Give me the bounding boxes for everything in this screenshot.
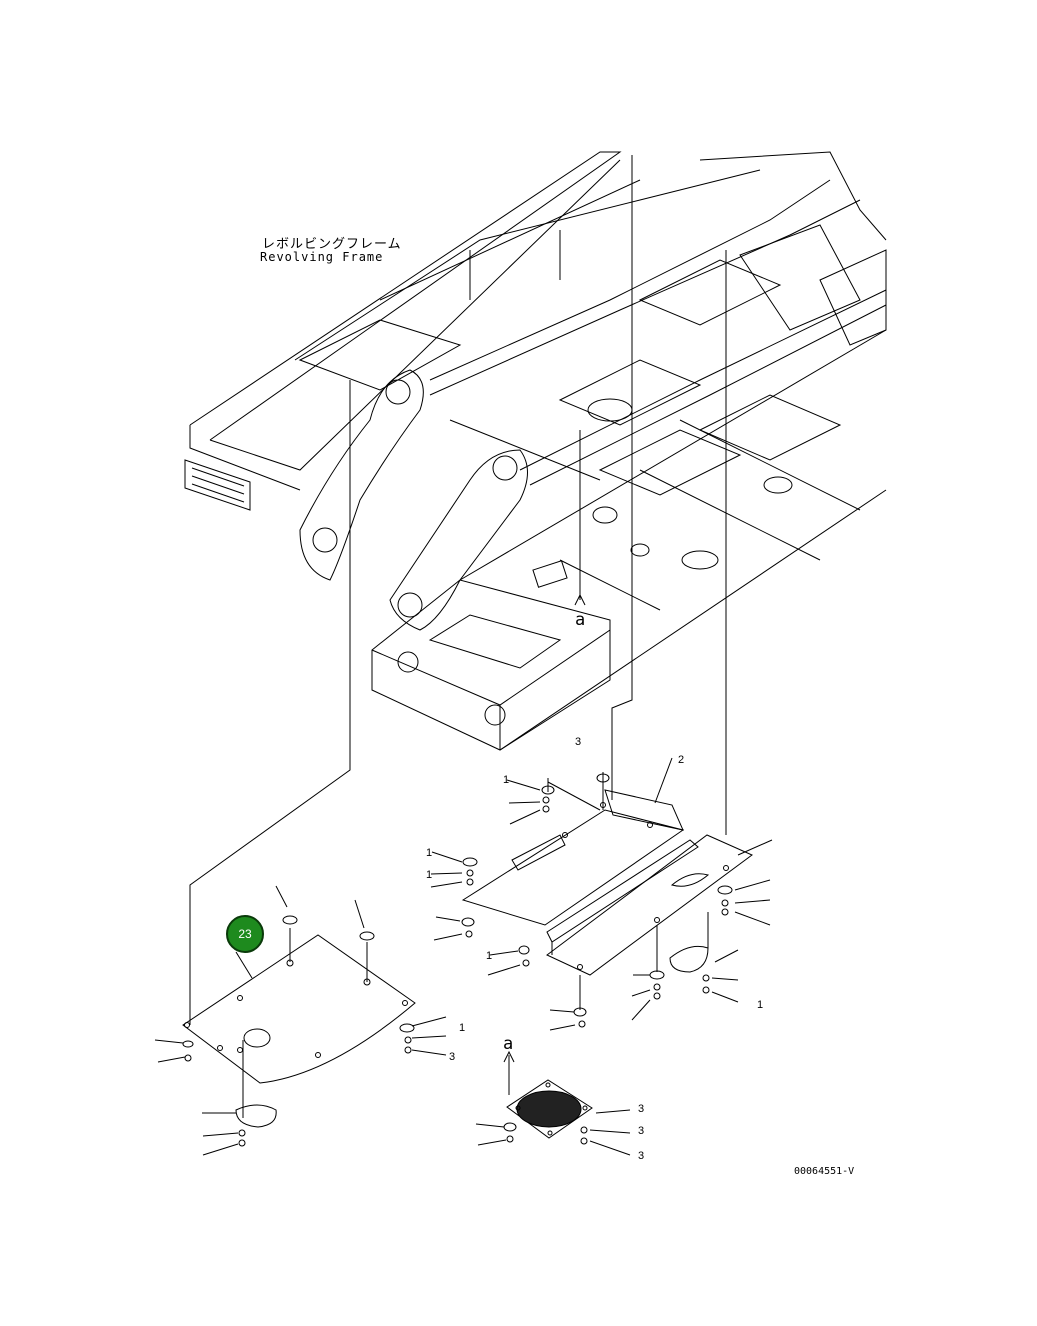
part-number-label: 1 bbox=[426, 847, 433, 859]
document-number: 00064551-V bbox=[794, 1166, 855, 1177]
frame-right-beam bbox=[500, 490, 886, 750]
frame-center-rail bbox=[430, 180, 830, 380]
frame-name-japanese: レボルビングフレーム bbox=[262, 237, 402, 252]
cover-plate-center bbox=[431, 758, 683, 975]
frame-left-beam bbox=[190, 152, 620, 440]
part-number-label: 1 bbox=[757, 999, 764, 1011]
part-number-label: 1 bbox=[459, 1022, 466, 1034]
reference-lines bbox=[190, 155, 726, 1025]
view-a-marker-lower: a bbox=[503, 1034, 514, 1054]
frame-right-rail-2 bbox=[530, 305, 886, 485]
frame-center-rail-2 bbox=[430, 200, 860, 395]
frame-right-rail bbox=[520, 290, 886, 470]
boom-pin-left-lower bbox=[313, 528, 337, 552]
part-number-label: 3 bbox=[638, 1150, 645, 1162]
frame-right-top bbox=[700, 152, 886, 240]
frame-left-beam-edge bbox=[190, 425, 300, 490]
cover-plate-right bbox=[547, 835, 772, 1030]
part-number-label: 3 bbox=[638, 1125, 645, 1137]
boom-pin-right-upper bbox=[493, 456, 517, 480]
part-number-label: 3 bbox=[638, 1103, 645, 1115]
boom-bracket-right bbox=[390, 450, 528, 630]
boom-bracket-left bbox=[300, 370, 423, 580]
frame-right-beam-top bbox=[460, 330, 886, 580]
part-number-label: 3 bbox=[449, 1051, 456, 1063]
frame-name-english: Revolving Frame bbox=[260, 250, 384, 264]
part-number-label: 2 bbox=[678, 754, 685, 766]
left-step bbox=[185, 460, 250, 510]
grille-plate bbox=[476, 1052, 630, 1155]
boom-pin-left-upper bbox=[386, 380, 410, 404]
view-a-marker-upper: a bbox=[575, 610, 586, 630]
front-box bbox=[372, 580, 610, 750]
part-number-label: 1 bbox=[426, 869, 433, 881]
frame-center-deck bbox=[295, 170, 760, 360]
part-number-label: 1 bbox=[503, 774, 510, 786]
frame-left-beam-top bbox=[210, 160, 620, 470]
cover-plate-left bbox=[155, 886, 446, 1155]
part-callout-23[interactable]: 23 bbox=[226, 915, 264, 953]
part-number-label: 3 bbox=[575, 736, 582, 748]
part-number-label: 1 bbox=[486, 950, 493, 962]
boom-pin-right-lower bbox=[398, 593, 422, 617]
